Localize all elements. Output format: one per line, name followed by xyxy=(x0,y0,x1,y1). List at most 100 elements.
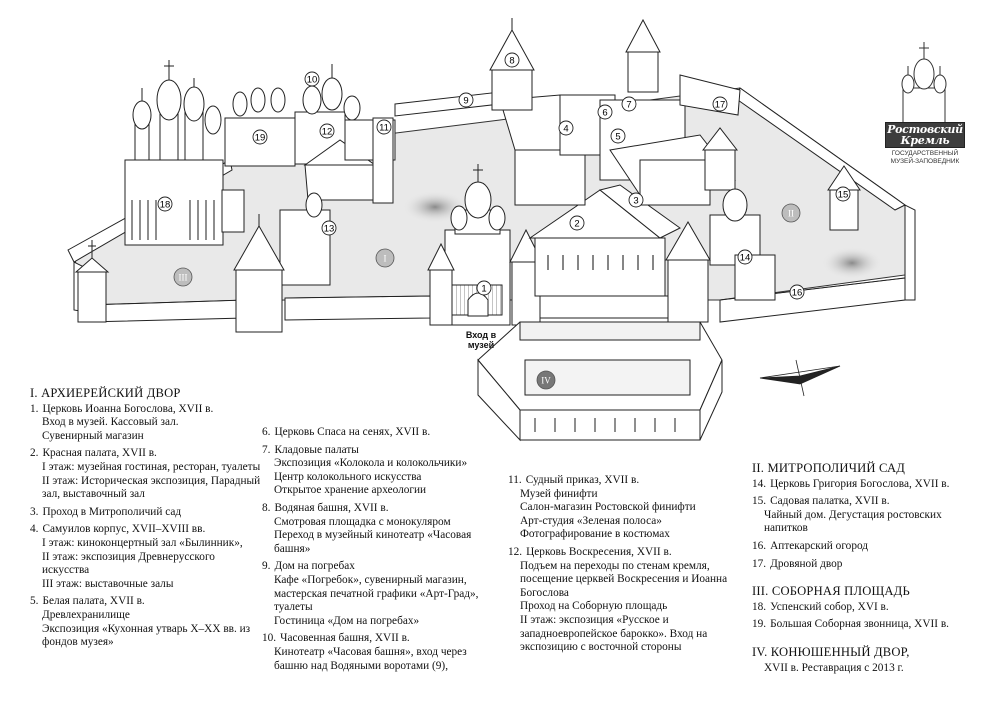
map-marker-label: 7 xyxy=(626,100,631,111)
legend-item-title: Дом на погребах xyxy=(274,560,355,573)
legend-item-detail: Музей финифти xyxy=(520,487,598,500)
map-marker-17: 17 xyxy=(712,96,728,112)
logo-title-line2: Кремль xyxy=(900,134,950,147)
legend-item: 15.Садовая палатка, XVII в. xyxy=(752,495,977,509)
map-marker-6: 6 xyxy=(597,104,613,120)
map-marker-1: 1 xyxy=(476,280,492,296)
legend-item-title: Судный приказ, XVII в. xyxy=(525,474,640,486)
legend-item-detail: II этаж: Историческая экспозиция, Парадн… xyxy=(42,474,261,501)
legend-item-number: 4. xyxy=(30,523,39,536)
legend-item-title: Церковь Спаса на сенях, XVII в. xyxy=(274,426,431,438)
logo-subtitle-line1: ГОСУДАРСТВЕННЫЙ xyxy=(891,150,959,157)
map-marker-label: 11 xyxy=(379,123,389,134)
legend-item: 9.Дом на погребах xyxy=(262,560,496,574)
legend-item-title: Водяная башня, XVII в. xyxy=(274,501,389,514)
legend-item-number: 14. xyxy=(752,477,767,490)
legend-item-detail: I этаж: киноконцертный зал «Былинник», xyxy=(42,536,243,549)
map-marker-8: 8 xyxy=(504,52,520,68)
map-marker-14: 14 xyxy=(737,249,753,265)
legend-item-title: Аптекарский огород xyxy=(770,539,869,552)
legend-item-number: 17. xyxy=(752,557,767,570)
legend-item: 1.Церковь Иоанна Богослова, XVII в. xyxy=(30,403,262,417)
map-marker-2: 2 xyxy=(569,215,585,231)
map-marker-label: 17 xyxy=(715,100,726,111)
red-chamber-windows xyxy=(547,255,654,270)
red-chamber xyxy=(528,184,681,297)
southwest-tower xyxy=(233,214,285,333)
legend-item-detail: Проход на Соборную площадь xyxy=(520,600,668,613)
legend-item: 12.Церковь Воскресения, XVII в. xyxy=(508,546,740,560)
logo-title-line1: Ростовский xyxy=(887,123,963,136)
right-buildings xyxy=(609,74,741,206)
legend-item: 17.Дровяной двор xyxy=(752,558,977,572)
map-marker-label: 5 xyxy=(615,132,620,143)
legend-item-detail: Салон-магазин Ростовской финифти xyxy=(520,501,696,514)
legend-item-number: 1. xyxy=(30,402,39,415)
legend-item-detail: Кафе «Погребок», сувенирный магазин, мас… xyxy=(274,573,479,614)
legend-item-detail: Экспозиция «Кухонная утварь X–XX вв. из … xyxy=(42,622,251,649)
legend-item-number: 9. xyxy=(262,560,271,573)
legend-item: 18.Успенский собор, XVI в. xyxy=(752,601,977,615)
map-marker-15: 15 xyxy=(835,186,851,202)
legend-item-number: 2. xyxy=(30,447,39,460)
legend-item: 7.Кладовые палаты xyxy=(262,444,496,458)
legend-item-title: Красная палата, XVII в. xyxy=(42,447,157,460)
legend-item-detail: Экспозиция «Колокола и колокольчики» xyxy=(274,457,468,470)
map-marker-label: 14 xyxy=(740,253,751,264)
map-marker-label: 18 xyxy=(160,200,171,211)
legend-item-detail: Кинотеатр «Часовая башня», вход через ба… xyxy=(274,645,467,672)
map-marker-label: 13 xyxy=(324,224,335,235)
legend-item-title: Большая Соборная звонница, XVII в. xyxy=(770,618,949,631)
map-marker-3: 3 xyxy=(628,192,644,208)
zone-marker-label: I xyxy=(384,254,387,264)
map-marker-label: 3 xyxy=(633,196,638,207)
compass-icon xyxy=(759,359,841,397)
map-marker-13: 13 xyxy=(321,220,337,236)
legend-item-number: 15. xyxy=(752,495,767,508)
map-marker-4: 4 xyxy=(558,120,574,136)
legend-item-detail: Сувенирный магазин xyxy=(42,429,144,442)
legend-item-detail: Центр колокольного искусства xyxy=(274,470,422,483)
legend-item-number: 12. xyxy=(508,545,523,558)
map-marker-11: 11 xyxy=(376,119,392,135)
map-marker-label: 16 xyxy=(792,288,803,299)
map-marker-19: 19 xyxy=(252,129,268,145)
map-marker-9: 9 xyxy=(458,92,474,108)
legend-item-detail: Фотографирование в костюмах xyxy=(520,528,670,541)
legend-item-detail: III этаж: выставочные залы xyxy=(42,577,174,590)
legend-item: 6.Церковь Спаса на сенях, XVII в. xyxy=(262,426,496,440)
legend-item-number: 18. xyxy=(752,600,767,613)
map-marker-label: 19 xyxy=(255,133,266,144)
zone-marker-I: I xyxy=(375,248,395,268)
zone-marker-label: II xyxy=(788,209,794,219)
legend-item-detail: Вход в музей. Кассовый зал. xyxy=(42,416,179,429)
gate-flanking-towers xyxy=(427,228,543,326)
legend-item-detail: Чайный дом. Дегустация ростовских напитк… xyxy=(764,508,942,535)
legend-item-number: 19. xyxy=(752,618,767,631)
zone-marker-IV: IV xyxy=(536,370,556,390)
map-marker-label: 9 xyxy=(463,96,468,107)
legend-item: 2.Красная палата, XVII в. xyxy=(30,447,262,461)
legend-item: 10.Часовенная башня, XVII в. xyxy=(262,632,496,646)
map-marker-label: 2 xyxy=(574,219,579,230)
legend-item-title: Проход в Митрополичий сад xyxy=(42,505,182,518)
legend-item-title: Церковь Григория Богослова, XVII в. xyxy=(770,477,950,490)
legend-item-detail: Арт-студия «Зеленая полоса» xyxy=(520,514,662,527)
legend-item-title: Успенский собор, XVI в. xyxy=(770,600,889,613)
legend-item: 16.Аптекарский огород xyxy=(752,540,977,554)
map-marker-label: 10 xyxy=(307,75,318,86)
legend-section-title: IV. КОНЮШЕННЫЙ ДВОР, xyxy=(752,644,910,659)
legend-item-title: Часовенная башня, XVII в. xyxy=(280,632,410,645)
legend-item: 11.Судный приказ, XVII в. xyxy=(508,474,740,488)
legend-item-detail: II этаж: экспозиция «Русское и западноев… xyxy=(520,613,708,654)
legend-item-detail: I этаж: музейная гостиная, ресторан, туа… xyxy=(42,460,261,473)
zone-marker-label: III xyxy=(179,273,188,283)
map-marker-5: 5 xyxy=(610,128,626,144)
legend-item-number: 8. xyxy=(262,501,271,514)
map-marker-18: 18 xyxy=(157,196,173,212)
legend-item-title: XVII в. Реставрация с 2013 г. xyxy=(764,661,904,674)
gregory-church xyxy=(665,188,776,323)
